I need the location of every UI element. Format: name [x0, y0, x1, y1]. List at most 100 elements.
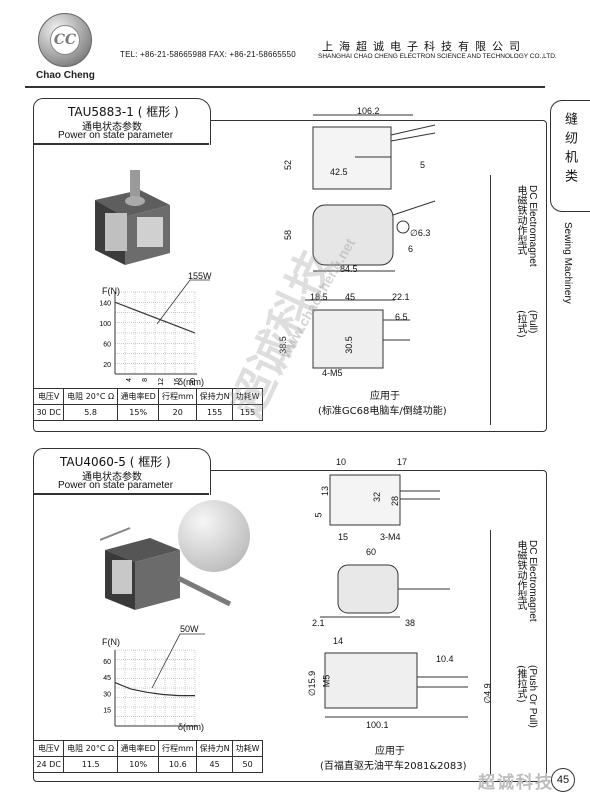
- x-tick-label: 16: [174, 378, 181, 386]
- dimension-label: 58: [283, 229, 294, 241]
- column-divider: [490, 530, 491, 775]
- table-cell: 24 DC: [32, 756, 65, 773]
- application-text: (标准GC68电脑车/倒缝功能): [318, 406, 447, 417]
- product-photo-2: [100, 527, 232, 610]
- power-annotation: 50W: [180, 624, 199, 634]
- magnet-type-en: DC Electromagnet: [527, 540, 538, 622]
- dimension-label: 100.1: [366, 720, 389, 730]
- x-tick-label: 20: [190, 378, 197, 386]
- dimension-label: 4-M5: [322, 368, 343, 378]
- y-tick-label: 20: [103, 362, 111, 369]
- table-cell: 50: [232, 756, 263, 773]
- dimension-label: ∅6.3: [410, 228, 431, 238]
- x-tick-label: 12: [158, 378, 165, 386]
- dimension-label: 2.1: [312, 618, 325, 628]
- table-cell: 20: [158, 404, 198, 421]
- table-header-cell: 电压V: [32, 740, 65, 757]
- title-underline: [33, 493, 209, 495]
- annotation-leader: [156, 279, 210, 325]
- table-header-cell: 电压V: [32, 388, 65, 405]
- dimension-label: ∅15.9: [307, 670, 318, 697]
- dimension-label: 10: [336, 457, 347, 467]
- title-underline: [33, 143, 209, 145]
- table-header-cell: 通电率ED: [116, 740, 160, 757]
- x-axis-label: δ(mm): [178, 722, 204, 732]
- action-type-en: (Pull): [527, 310, 538, 334]
- dimension-label: 5: [313, 512, 324, 518]
- table-cell: 11.5: [63, 756, 118, 773]
- contact-info: TEL: +86-21-58665988 FAX: +86-21-5866555…: [120, 50, 296, 59]
- spec-table-2: 电压V 电阻 20°C Ω 通电率ED 行程mm 保持力N 功耗W 24 DC …: [32, 740, 263, 773]
- table-cell: 155: [196, 404, 234, 421]
- dimension-label: 60: [366, 547, 377, 557]
- y-tick-label: 100: [99, 321, 111, 328]
- y-axis-label: F(N): [102, 286, 120, 296]
- dimension-label: 45: [345, 292, 356, 302]
- y-tick-label: 15: [103, 708, 111, 715]
- table-header-cell: 行程mm: [158, 388, 198, 405]
- application-label: 应用于: [370, 391, 400, 402]
- company-name-en: SHANGHAI CHAO CHENG ELECTRON SCIENCE AND…: [318, 53, 557, 60]
- dimension-label: 13: [320, 485, 331, 497]
- product-subtitle-cn: 通电状态参数: [82, 122, 142, 133]
- y-tick-label: 60: [103, 341, 111, 348]
- y-tick-label: 60: [103, 659, 111, 666]
- dimension-label: 14: [333, 636, 344, 646]
- product-subtitle-cn: 通电状态参数: [82, 472, 142, 483]
- company-name-cn: 上海超诚电子科技有限公司: [322, 40, 526, 53]
- product-photo-1: [95, 170, 170, 265]
- force-chart-2: 60 45 30 15: [103, 649, 197, 727]
- y-tick-label: 30: [103, 691, 111, 698]
- product-title-tab-1: [33, 98, 211, 145]
- dimension-label: 28: [390, 495, 401, 507]
- y-tick-label: 45: [103, 675, 111, 682]
- product-title: TAU5883-1 ( 框形 ): [68, 105, 179, 119]
- table-cell: 15%: [116, 404, 160, 421]
- annotation-leader: [151, 633, 205, 689]
- force-curve: [114, 301, 196, 334]
- action-type-cn: (拉式): [515, 310, 526, 338]
- y-tick-label: 140: [99, 300, 111, 307]
- dimension-label: 15: [338, 532, 349, 542]
- power-annotation: 155W: [188, 271, 212, 281]
- x-tick-label: 4: [126, 378, 133, 382]
- application-text: (百福直驱无油平车2081&2083): [320, 761, 467, 772]
- table-row: 30 DC 5.8 15% 20 155 155: [32, 404, 263, 421]
- dimension-label: 52: [283, 159, 294, 171]
- category-label-en: Sewing Machinery: [562, 222, 573, 304]
- dimension-label: 38: [405, 618, 416, 628]
- y-axis-label: F(N): [102, 637, 120, 647]
- magnet-type-cn: 电磁铁动作型式: [515, 185, 526, 255]
- dimension-label: 106.2: [357, 106, 380, 116]
- product-title: TAU4060-5 ( 框形 ): [60, 455, 171, 469]
- technical-drawing-2: [320, 474, 468, 718]
- dimension-label: 17: [397, 457, 408, 467]
- product-panel-1: [33, 120, 547, 432]
- table-row: 24 DC 11.5 10% 10.6 45 50: [32, 756, 263, 773]
- x-tick-label: 8: [142, 378, 149, 382]
- logo-mark: CC: [50, 25, 80, 55]
- footer-brand: 超诚科技: [478, 773, 554, 793]
- product-title-tab-2: [33, 448, 211, 495]
- column-divider: [490, 175, 491, 425]
- dimension-label: 10.4: [436, 654, 454, 664]
- table-header-cell: 保持力N: [196, 740, 234, 757]
- table-header-cell: 功耗W: [232, 740, 263, 757]
- action-type-en: (Push Or Pull): [527, 665, 538, 728]
- dimension-label: 6: [408, 244, 414, 254]
- dimension-label: 30.5: [343, 336, 354, 354]
- logo-text: Chao Cheng: [36, 70, 95, 81]
- dimension-label: ∅4.9: [482, 683, 493, 704]
- dimension-label: 22.1: [392, 292, 410, 302]
- logo-seal: [178, 500, 250, 572]
- table-cell: 10%: [116, 756, 160, 773]
- product-subtitle-en: Power on state parameter: [58, 130, 174, 141]
- magnet-type-cn: 电磁铁动作型式: [515, 540, 526, 610]
- force-curve: [114, 682, 195, 697]
- technical-drawing-1: [305, 114, 436, 369]
- table-cell: 45: [196, 756, 234, 773]
- x-axis-label: δ(mm): [178, 377, 204, 387]
- category-tab: [550, 100, 590, 212]
- dimension-label: 18.5: [310, 292, 328, 302]
- dimension-label: 42.5: [330, 167, 348, 177]
